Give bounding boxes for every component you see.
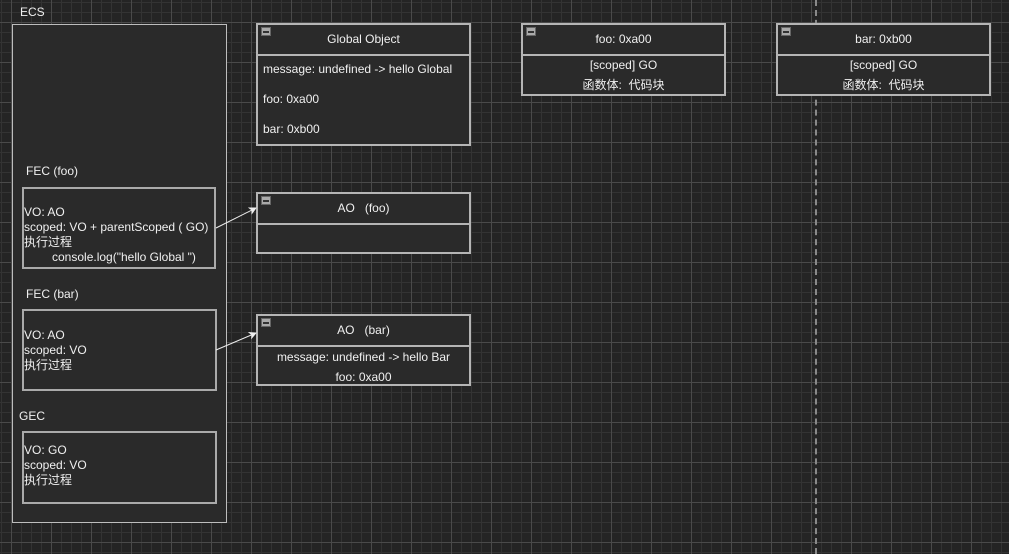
- fec-foo-label: FEC (foo): [26, 164, 79, 178]
- ctx-line: VO: GO: [24, 443, 67, 457]
- ao-bar-object[interactable]: AO (bar) message: undefined -> hello Bar…: [256, 314, 471, 386]
- ctx-line: VO: AO: [24, 205, 65, 219]
- object-title: AO (bar): [337, 323, 390, 337]
- ctx-line: scoped: VO: [24, 342, 87, 357]
- object-title: Global Object: [327, 32, 400, 46]
- global-object[interactable]: Global Object message: undefined -> hell…: [256, 23, 471, 146]
- object-row: message: undefined -> hello Bar: [276, 350, 451, 364]
- object-row: bar: 0xb00: [263, 122, 320, 136]
- object-row: [scoped] GO: [849, 58, 918, 72]
- object-row: [scoped] GO: [589, 58, 658, 72]
- fec-bar-box[interactable]: VO: AO scoped: VO 执行过程: [22, 309, 217, 391]
- collapse-icon[interactable]: [261, 27, 271, 36]
- object-title: AO (foo): [337, 201, 390, 215]
- ctx-line: 执行过程: [24, 473, 73, 487]
- page-divider-dashed: [815, 0, 817, 554]
- ecs-label: ECS: [20, 5, 45, 19]
- ao-foo-object[interactable]: AO (foo): [256, 192, 471, 254]
- collapse-icon[interactable]: [261, 318, 271, 327]
- object-row: 函数体: 代码块: [842, 78, 925, 92]
- collapse-icon[interactable]: [261, 196, 271, 205]
- object-title: bar: 0xb00: [855, 32, 912, 46]
- bar-function-object[interactable]: bar: 0xb00 [scoped] GO 函数体: 代码块: [776, 23, 991, 96]
- foo-function-object[interactable]: foo: 0xa00 [scoped] GO 函数体: 代码块: [521, 23, 726, 96]
- collapse-icon[interactable]: [526, 27, 536, 36]
- fec-bar-label: FEC (bar): [26, 287, 79, 301]
- ctx-line: VO: AO: [24, 327, 65, 342]
- ctx-line: scoped: VO + parentScoped ( GO): [24, 220, 209, 234]
- ctx-line: 执行过程: [24, 235, 73, 249]
- ctx-line: scoped: VO: [24, 458, 87, 472]
- object-title: foo: 0xa00: [595, 32, 652, 46]
- object-row: foo: 0xa00: [335, 370, 392, 384]
- object-row: message: undefined -> hello Global: [263, 62, 453, 76]
- gec-box[interactable]: VO: GO scoped: VO 执行过程: [22, 431, 217, 504]
- ctx-line: 执行过程: [24, 357, 73, 372]
- fec-foo-box[interactable]: VO: AO scoped: VO + parentScoped ( GO) 执…: [22, 187, 216, 269]
- arrow-fec-foo-to-ao-foo: [215, 207, 257, 229]
- collapse-icon[interactable]: [781, 27, 791, 36]
- object-row: 函数体: 代码块: [582, 78, 665, 92]
- arrow-fec-bar-to-ao-bar: [215, 332, 257, 351]
- gec-label: GEC: [19, 409, 46, 423]
- object-row: foo: 0xa00: [263, 92, 320, 106]
- ctx-line: console.log("hello Global "): [52, 250, 196, 264]
